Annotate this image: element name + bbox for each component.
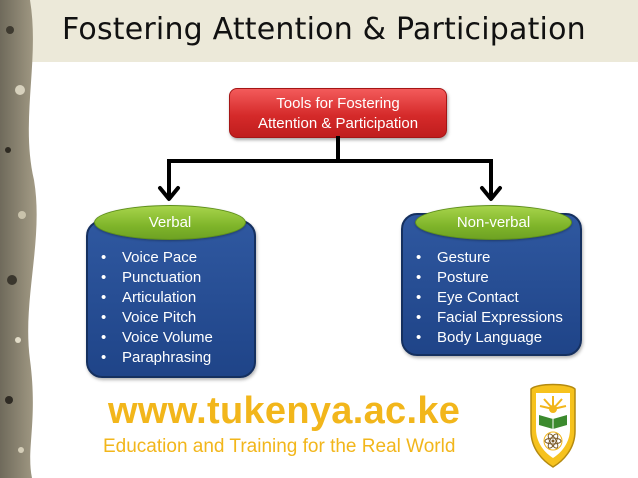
tagline: Education and Training for the Real Worl… [103, 436, 456, 457]
list-item: Facial Expressions [416, 308, 563, 328]
website-url: www.tukenya.ac.ke [108, 390, 461, 432]
rocky-border-decoration [0, 0, 37, 478]
list-item: Voice Pitch [101, 308, 213, 328]
list-item: Articulation [101, 288, 213, 308]
list-item: Eye Contact [416, 288, 563, 308]
list-item: Paraphrasing [101, 348, 213, 368]
list-item: Posture [416, 268, 563, 288]
arrowhead-right [480, 186, 502, 201]
root-node: Tools for Fostering Attention & Particip… [229, 88, 447, 138]
root-node-line-1: Tools for Fostering [276, 95, 400, 112]
title-band [0, 0, 638, 62]
verbal-label: Verbal [94, 205, 246, 240]
list-item: Punctuation [101, 268, 213, 288]
nonverbal-label: Non-verbal [415, 205, 572, 240]
verbal-list: Voice Pace Punctuation Articulation Voic… [101, 248, 213, 368]
page-title: Fostering Attention & Participation [62, 12, 586, 47]
root-node-line-2: Attention & Participation [257, 115, 419, 132]
list-item: Voice Pace [101, 248, 213, 268]
list-item: Body Language [416, 328, 563, 348]
arrowhead-left [158, 186, 180, 201]
list-item: Voice Volume [101, 328, 213, 348]
list-item: Gesture [416, 248, 563, 268]
nonverbal-list: Gesture Posture Eye Contact Facial Expre… [416, 248, 563, 348]
university-crest-icon [530, 383, 576, 468]
